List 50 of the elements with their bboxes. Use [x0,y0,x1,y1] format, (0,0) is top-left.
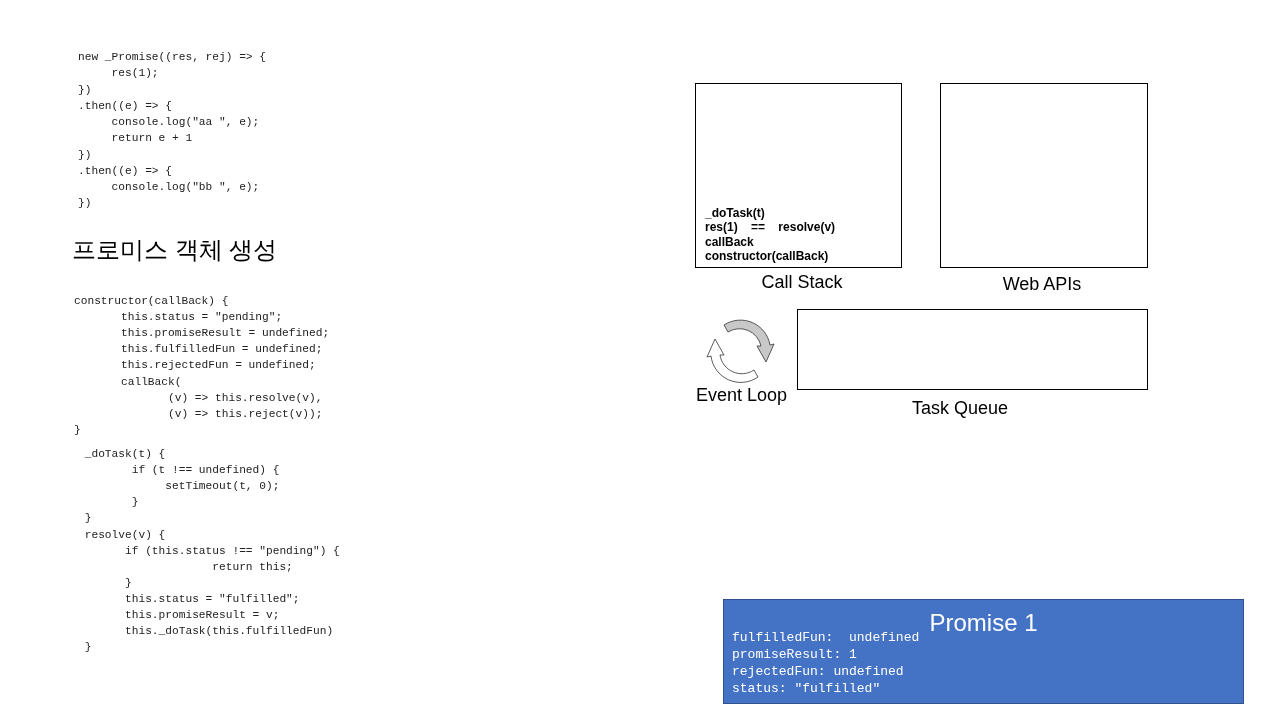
area-caption: Call Stack [761,272,843,293]
code-line: } [74,422,81,437]
code-line: return this; [211,559,293,574]
code-line: } [124,575,132,590]
stack-frame: res(1) == resolve(v) [705,220,836,234]
code-line: }) [78,147,92,162]
property-line: rejectedFun: undefined [732,664,904,680]
code-line: new _Promise((res, rej) => { [78,50,266,64]
promise-object-card [723,599,1244,704]
code-line: console.log("bb ", e); [110,180,260,194]
code-line: setTimeout(t, 0); [164,479,280,494]
section-heading: 프로미스 객체 생성 [72,235,278,265]
property-line: status: "fulfilled" [732,681,881,697]
code-line: callBack( [120,374,182,389]
code-line: resolve(v) { [83,527,166,542]
code-line: if (this.status !== "pending") { [124,543,340,558]
code-line: this.status = "pending"; [120,310,283,325]
area-caption: Web APIs [1002,274,1082,295]
code-line: this.fulfilledFun = undefined; [120,342,323,357]
stack-frame: callBack [705,234,754,249]
icon-caption: Event Loop [696,385,788,406]
code-line: _doTask(t) { [83,447,166,461]
code-line: } [130,495,139,510]
code-line: (v) => this.reject(v)); [167,406,323,421]
call-stack-box [695,83,902,268]
web-apis-box [940,83,1148,268]
code-line: } [83,640,92,655]
code-line: .then((e) => { [78,98,172,113]
code-line: (v) => this.resolve(v), [167,390,323,405]
code-line: }) [78,82,92,97]
property-line: promiseResult: 1 [732,647,857,663]
code-line: } [83,511,92,526]
stack-frame: constructor(callBack) [705,249,829,263]
code-line: constructor(callBack) { [74,294,229,308]
stack-frame: _doTask(t) [705,205,765,220]
property-line: fulfilledFun: undefined [732,630,920,646]
code-line: this.promiseResult = undefined; [120,326,330,341]
code-line: res(1); [110,66,159,81]
code-line: console.log("aa ", e); [110,115,260,129]
code-line: this.status = "fulfilled"; [124,591,300,606]
code-line: if (t !== undefined) { [130,463,280,478]
code-line: this._doTask(this.fulfilledFun) [124,624,334,639]
code-line: .then((e) => { [78,163,172,178]
code-line: return e + 1 [110,131,193,146]
code-line: this.rejectedFun = undefined; [120,358,316,373]
code-line: }) [78,196,92,211]
card-title: Promise 1 [929,609,1038,637]
code-line: this.promiseResult = v; [124,608,280,622]
area-caption: Task Queue [911,398,1009,419]
task-queue-box [797,309,1148,390]
